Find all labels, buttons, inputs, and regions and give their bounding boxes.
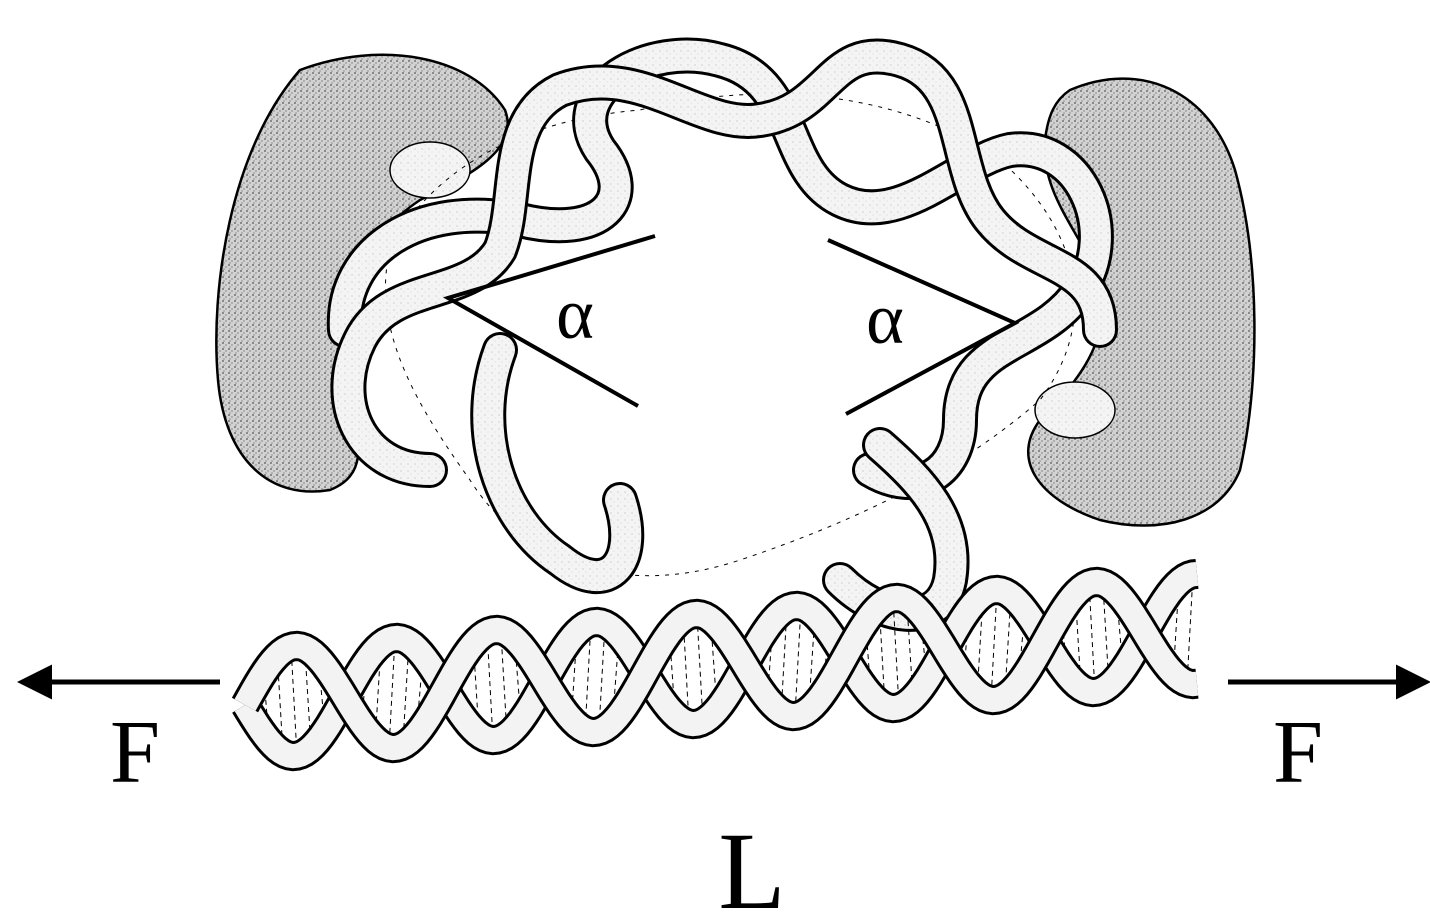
angle-marker-right — [828, 240, 1015, 414]
angle-label-right: α — [866, 279, 904, 359]
length-label: L — [718, 810, 785, 918]
angle-label-left: α — [556, 274, 594, 354]
linear-dna-helix — [245, 574, 1197, 756]
force-label-right: F — [1273, 703, 1323, 802]
force-label-left: F — [110, 703, 160, 802]
